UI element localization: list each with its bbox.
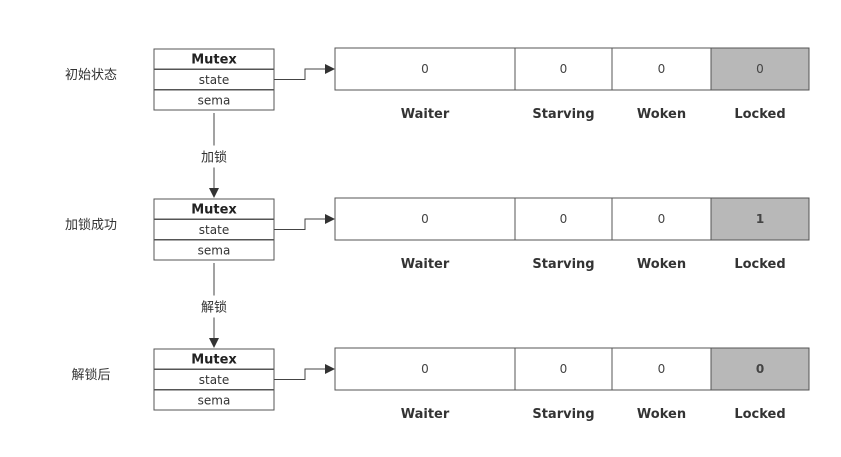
mutex-field-sema xyxy=(153,389,275,411)
mutex-field-sema xyxy=(153,239,275,261)
bit-value-starving: 0 xyxy=(560,212,568,226)
mutex-title: Mutex xyxy=(191,353,237,368)
bit-label-waiter: Waiter xyxy=(401,407,450,422)
bit-cell-starving xyxy=(514,197,613,241)
bit-label-woken: Woken xyxy=(637,257,686,272)
bit-value-starving: 0 xyxy=(560,362,568,376)
bit-cell-woken xyxy=(611,347,712,391)
bit-value-waiter: 0 xyxy=(421,362,429,376)
bit-cell-locked xyxy=(710,47,810,91)
mutex-box: Mutex state sema xyxy=(153,198,275,261)
mutex-field-label: sema xyxy=(198,244,231,258)
bit-label-waiter: Waiter xyxy=(401,257,450,272)
bit-value-waiter: 0 xyxy=(421,62,429,76)
bit-cell-locked xyxy=(710,347,810,391)
stage-label: 加锁成功 xyxy=(65,217,117,233)
bit-label-woken: Woken xyxy=(637,407,686,422)
bit-value-starving: 0 xyxy=(560,62,568,76)
bit-cell-locked xyxy=(710,197,810,241)
state-connector-arrow xyxy=(274,214,335,230)
mutex-field-label: state xyxy=(199,73,229,87)
bit-label-locked: Locked xyxy=(734,107,785,122)
mutex-box: Mutex state sema xyxy=(153,348,275,411)
bit-value-locked: 1 xyxy=(756,212,764,226)
mutex-field-label: state xyxy=(199,373,229,387)
transition-label: 加锁 xyxy=(201,150,227,166)
mutex-title: Mutex xyxy=(191,203,237,218)
mutex-field-label: sema xyxy=(198,94,231,108)
bit-label-starving: Starving xyxy=(532,107,594,122)
bit-label-locked: Locked xyxy=(734,407,785,422)
bit-value-woken: 0 xyxy=(658,212,666,226)
bit-label-starving: Starving xyxy=(532,257,594,272)
bit-label-locked: Locked xyxy=(734,257,785,272)
transition-label: 解锁 xyxy=(201,300,227,316)
mutex-field-label: state xyxy=(199,223,229,237)
state-connector-arrow xyxy=(274,364,335,380)
transition-2: 解锁 xyxy=(201,263,227,348)
stage-label: 初始状态 xyxy=(65,68,117,83)
bit-value-locked: 0 xyxy=(756,362,764,376)
bit-value-woken: 0 xyxy=(658,62,666,76)
bit-value-waiter: 0 xyxy=(421,212,429,226)
bit-value-woken: 0 xyxy=(658,362,666,376)
bit-cell-woken xyxy=(611,47,712,91)
transition-1: 加锁 xyxy=(201,113,227,198)
stage-3: 解锁后Mutexstatesema0Waiter0Starving0Woken0… xyxy=(71,347,810,422)
mutex-field-sema xyxy=(153,89,275,111)
mutex-field-label: sema xyxy=(198,394,231,408)
bit-value-locked: 0 xyxy=(756,62,764,76)
stage-label: 解锁后 xyxy=(71,367,110,383)
mutex-title: Mutex xyxy=(191,53,237,68)
state-connector-arrow xyxy=(274,64,335,80)
bit-cell-starving xyxy=(514,47,613,91)
bit-label-woken: Woken xyxy=(637,107,686,122)
bit-cell-waiter xyxy=(334,347,516,391)
bit-cell-starving xyxy=(514,347,613,391)
bit-label-starving: Starving xyxy=(532,407,594,422)
bit-label-waiter: Waiter xyxy=(401,107,450,122)
mutex-box: Mutex state sema xyxy=(153,48,275,111)
